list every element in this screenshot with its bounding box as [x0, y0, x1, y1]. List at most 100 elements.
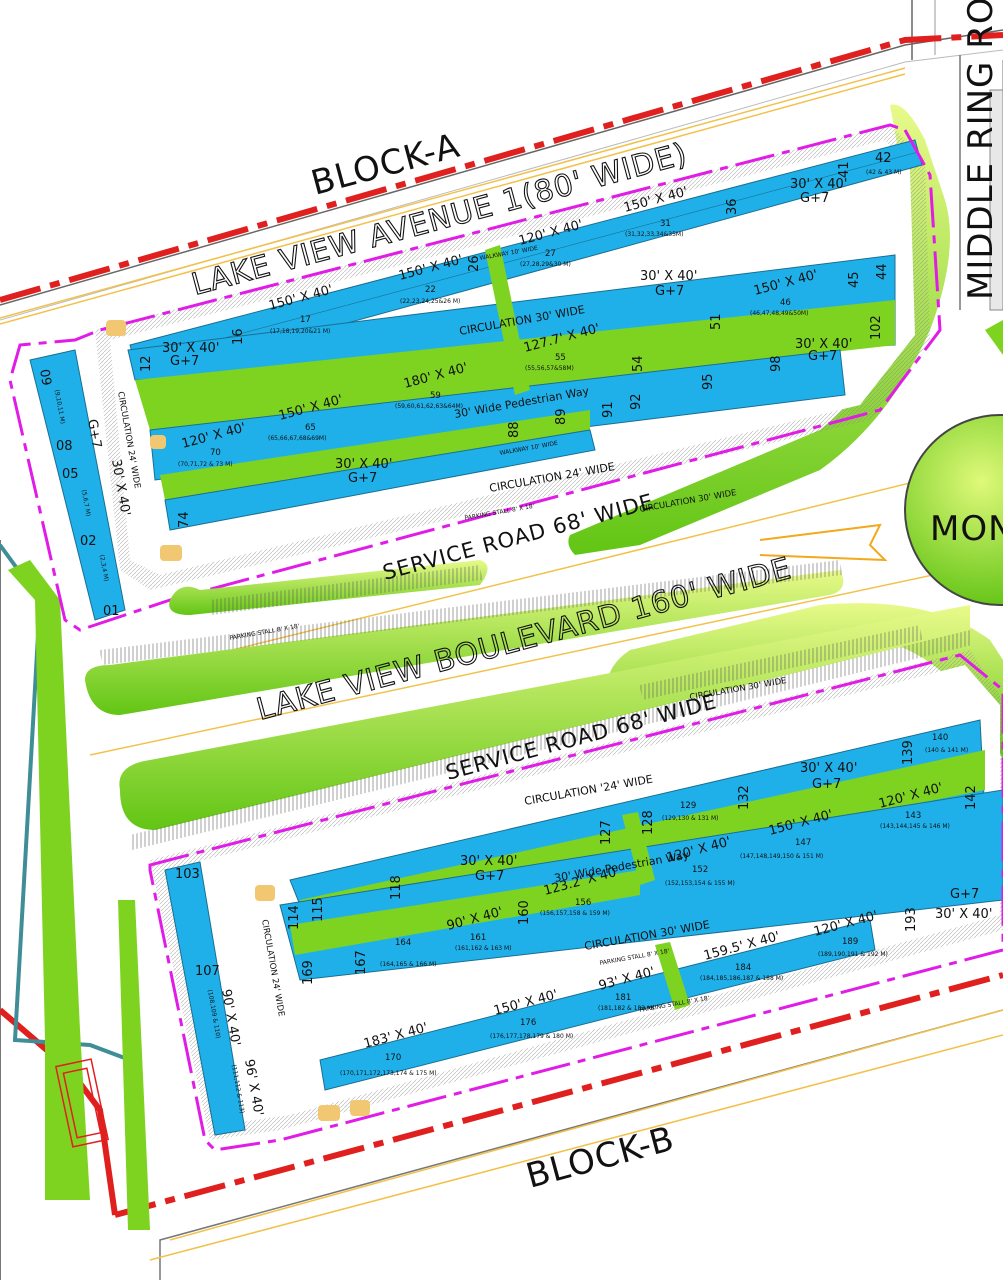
plot-127: 127 — [599, 820, 614, 845]
plot-169: 169 — [301, 960, 316, 985]
plot-59: 59 — [430, 391, 441, 401]
plot-139: 139 — [901, 740, 916, 765]
plot-3040-d-sub: G+7 — [808, 349, 837, 364]
west-green-verge — [8, 560, 90, 1200]
plot-167: 167 — [354, 950, 369, 975]
plot-129: 129 — [680, 801, 696, 811]
plot-107: 107 — [195, 964, 220, 979]
plot-184: 184 — [735, 963, 751, 973]
plot-3040-b: 30' X 40' — [162, 341, 219, 356]
plot-189: 189 — [842, 937, 858, 947]
plot-102: 102 — [869, 315, 884, 340]
plot-27: 27 — [545, 249, 556, 259]
plot-103: 103 — [175, 867, 200, 882]
plot-92: 92 — [629, 393, 644, 410]
plot-02: 02 — [80, 534, 97, 549]
plot-176: 176 — [520, 1018, 536, 1028]
plot-143-sub: (143,144,145 & 146 M) — [880, 823, 950, 830]
plot-22: 22 — [425, 285, 436, 295]
plot-181: 181 — [615, 993, 631, 1003]
plot-3040-h: 30' X 40' — [460, 854, 517, 869]
plot-44: 44 — [875, 263, 890, 280]
plot-160: 160 — [517, 900, 532, 925]
plot-181-sub: (181,182 & 183 M) — [598, 1005, 655, 1012]
plot-46: 46 — [780, 298, 791, 308]
plot-65: 65 — [305, 423, 316, 433]
plot-70: 70 — [210, 448, 221, 458]
outer-boundary-red — [0, 32, 1003, 1218]
plot-3040-e: 30' X 40' — [335, 457, 392, 472]
gate-structure — [54, 1058, 110, 1148]
median-boulevard-left — [85, 570, 844, 715]
plot-column-lower-left — [164, 861, 246, 1136]
plot-128: 128 — [641, 810, 656, 835]
phase-boundary-upper — [8, 123, 942, 632]
middle-ring-road-label: MIDDLE RING ROAD — [961, 0, 1001, 300]
monument-label: MON — [930, 509, 1003, 549]
plot-31-sub: (31,32,33,34&35M) — [625, 231, 683, 238]
plot-3040-d: 30' X 40' — [795, 337, 852, 352]
plot-114: 114 — [287, 905, 302, 930]
plot-17-sub: (17,18,19,20&21 M) — [270, 328, 330, 335]
lower-block — [148, 650, 1003, 1152]
green-strip-upper-2 — [160, 410, 590, 500]
green-strip-lower-2 — [290, 870, 640, 955]
pedestrian-connector-lower — [622, 812, 655, 885]
plot-3040-h-sub: G+7 — [475, 869, 504, 884]
plot-3040-c: 30' X 40' — [640, 269, 697, 284]
plot-184-sub: (184,185,186,187 & 188 M) — [700, 975, 783, 982]
plot-88: 88 — [507, 421, 522, 438]
plot-118: 118 — [389, 875, 404, 900]
west-green-verge-2 — [118, 900, 150, 1230]
block-b-label: BLOCK-B — [522, 1119, 679, 1197]
plot-3040-f-sub: G+7 — [84, 418, 104, 449]
plot-01: 01 — [103, 604, 120, 619]
pedestrian-connector-upper — [485, 245, 530, 395]
plot-46-sub: (46,47,48,49&50M) — [750, 310, 808, 317]
plot-152-sub: (152,153,154 & 155 M) — [665, 880, 735, 887]
plot-156: 156 — [575, 898, 591, 908]
plot-189-sub: (189,190,191 & 192 M) — [818, 951, 888, 958]
plot-95: 95 — [701, 373, 716, 390]
phase-boundary-lower — [148, 653, 1003, 1152]
plot-column-left — [29, 349, 126, 621]
plot-176-sub: (176,177,178,179 & 180 M) — [490, 1033, 573, 1040]
plot-3040-e-sub: G+7 — [348, 471, 377, 486]
plot-row-c — [319, 919, 876, 1091]
plot-55: 55 — [555, 353, 566, 363]
plot-140: 140 — [932, 733, 948, 743]
plot-3040-g-sub: G+7 — [812, 777, 841, 792]
plot-156-sub: (156,157,158 & 159 M) — [540, 910, 610, 917]
plot-row-3 — [149, 349, 846, 481]
plot-row-b — [279, 789, 1003, 981]
plot-09: 09 — [36, 368, 54, 387]
plot-170-sub: (170,171,172,173,174 & 175 M) — [340, 1070, 437, 1077]
plot-51: 51 — [709, 313, 724, 330]
plot-129-sub: (129,130 & 131 M) — [662, 815, 719, 822]
plot-31: 31 — [660, 219, 671, 229]
plot-12: 12 — [139, 355, 154, 372]
plot-91: 91 — [601, 401, 616, 418]
plot-161: 161 — [470, 933, 486, 943]
plot-55-sub: (55,56,57&58M) — [525, 365, 574, 372]
plot-142: 142 — [964, 785, 979, 810]
plot-3040-a: 30' X 40' — [790, 177, 847, 192]
plot-115: 115 — [311, 897, 326, 922]
plot-3040-c-sub: G+7 — [655, 284, 684, 299]
plot-74: 74 — [177, 511, 192, 528]
plot-36: 36 — [725, 198, 740, 215]
plot-42-sub: (42 & 43 M) — [866, 169, 902, 176]
plot-3040-i: 30' X 40' — [935, 907, 992, 922]
plot-65-sub: (65,66,67,68&69M) — [268, 435, 326, 442]
plot-70-sub: (70,71,72 & 73 M) — [178, 461, 233, 468]
orange-end-caps — [106, 320, 370, 1121]
plot-16: 16 — [231, 328, 246, 345]
monument-circle — [904, 414, 1003, 606]
plot-05: 05 — [62, 467, 79, 482]
plot-42: 42 — [875, 151, 892, 166]
plot-3040-g: 30' X 40' — [800, 761, 857, 776]
plot-41: 41 — [837, 161, 852, 178]
plot-193: 193 — [904, 907, 919, 932]
plot-164: 164 — [395, 938, 411, 948]
